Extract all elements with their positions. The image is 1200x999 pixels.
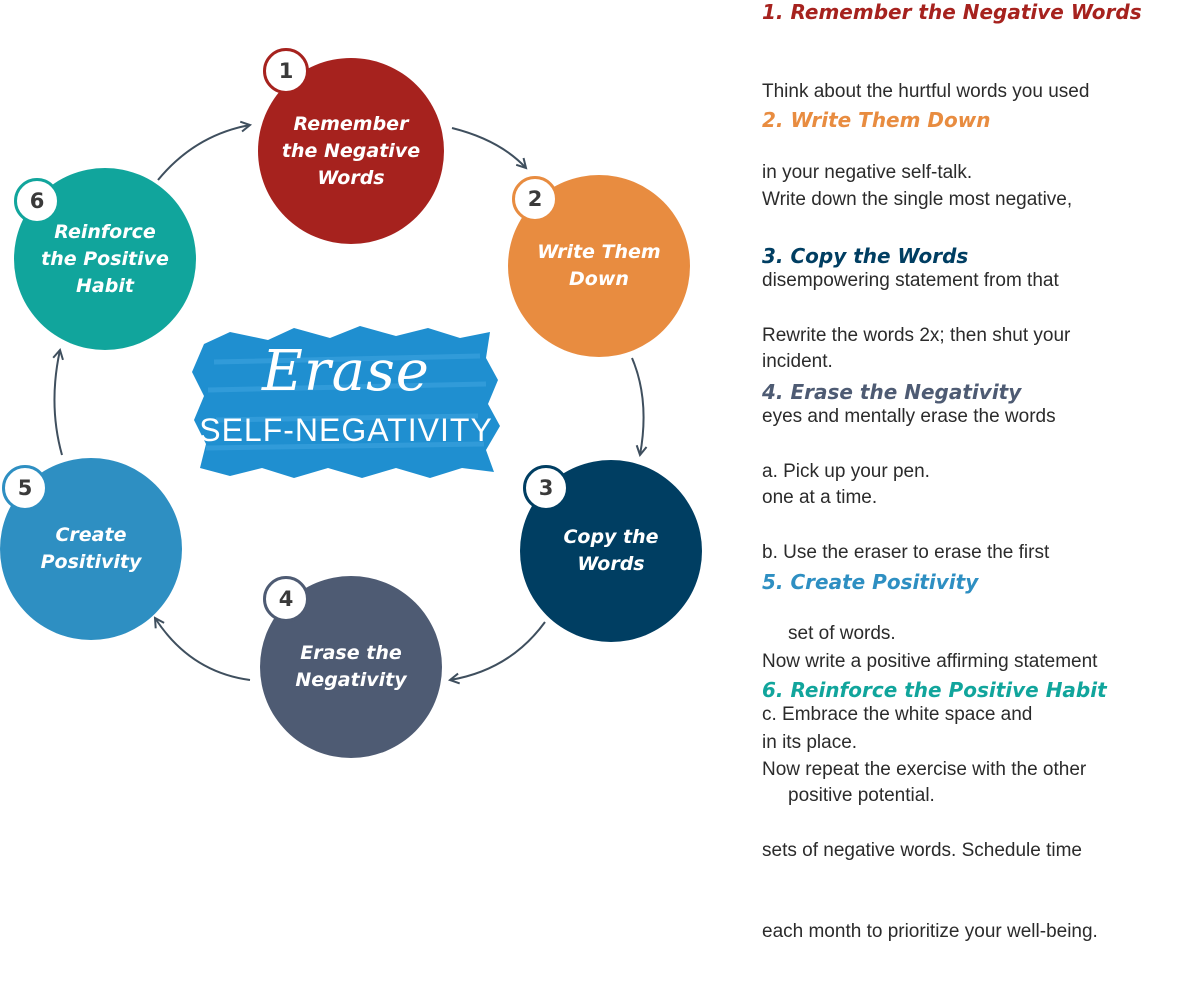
arrow-2-to-3 (631, 357, 644, 455)
center-title-erase: Erase (262, 339, 430, 404)
instruction-step-2: 2. Write Them Down Write down the single… (762, 108, 1200, 429)
arrow-4-to-5 (155, 618, 251, 681)
step-3-label-line: Copy the (563, 526, 659, 548)
instruction-line: disempowering statement from that (762, 270, 1059, 291)
instruction-step-5: 5. Create Positivity Now write a positiv… (762, 570, 1200, 810)
step-number-badge-1: 1 (263, 48, 309, 94)
step-2-label-line: Down (569, 268, 629, 290)
instruction-line: Now write a positive affirming statement (762, 651, 1098, 672)
instruction-line: Think about the hurtful words you used (762, 81, 1090, 102)
instruction-line: c. Embrace the white space and (762, 704, 1033, 725)
step-number-badge-2: 2 (512, 176, 558, 222)
step-number-badge-5: 5 (2, 465, 48, 511)
step-5-label: Create Positivity (41, 522, 142, 576)
instruction-line: b. Use the eraser to erase the first (762, 542, 1050, 563)
instruction-line: in its place. (762, 732, 858, 753)
instruction-title: 5. Create Positivity (762, 570, 979, 594)
instruction-title: 1. Remember the Negative Words (762, 0, 1142, 24)
step-3-label: Copy the Words (563, 524, 658, 578)
step-number-badge-6: 6 (14, 178, 60, 224)
step-3-label-line: Words (577, 553, 645, 575)
step-6-label: Reinforce the Positive Habit (41, 219, 169, 300)
instruction-line: Rewrite the words 2x; then shut your (762, 325, 1071, 346)
instruction-body: Now repeat the exercise with the other s… (762, 702, 1200, 999)
arrow-3-to-4 (450, 621, 546, 680)
instruction-title: 4. Erase the Negativity (762, 380, 1022, 404)
instruction-body: Think about the hurtful words you used i… (762, 24, 1200, 240)
instruction-title: 2. Write Them Down (762, 108, 991, 132)
instruction-line: set of words. (788, 623, 896, 644)
instruction-title: 6. Reinforce the Positive Habit (762, 678, 1107, 702)
step-4-label-line: Erase the (300, 642, 402, 664)
step-1-label-line: Remember (293, 112, 409, 135)
step-6-label-line: Habit (76, 274, 134, 297)
step-5-label-line: Create (55, 524, 127, 546)
step-1-label-line: Words (317, 166, 385, 189)
step-circle-2: Write Them Down (508, 175, 690, 357)
instruction-line: one at a time. (762, 487, 878, 508)
step-4-label-line: Negativity (295, 669, 407, 691)
instruction-step-6: 6. Reinforce the Positive Habit Now repe… (762, 678, 1200, 999)
instruction-line: incident. (762, 351, 833, 372)
instruction-line: in your negative self-talk. (762, 162, 973, 183)
instruction-line: Now repeat the exercise with the other (762, 759, 1087, 780)
instruction-line: Write down the single most negative, (762, 189, 1073, 210)
erase-self-negativity-diagram: Remember the Negative Words Write Them D… (0, 0, 760, 783)
step-1-label-line: the Negative (281, 139, 421, 162)
center-brush-badge (192, 326, 500, 478)
instruction-step-3: 3. Copy the Words Rewrite the words 2x; … (762, 244, 1200, 565)
step-4-label: Erase the Negativity (295, 640, 406, 694)
step-5-label-line: Positivity (40, 551, 142, 573)
center-subtitle: SELF-NEGATIVITY (199, 412, 493, 448)
arrow-6-to-1 (157, 125, 250, 181)
cycle-arrows (0, 0, 760, 783)
instruction-body: Now write a positive affirming statement… (762, 594, 1200, 810)
instruction-line: sets of negative words. Schedule time (762, 840, 1083, 861)
arrow-5-to-6 (54, 350, 62, 456)
step-2-label-line: Write Them (537, 241, 661, 263)
instruction-line: eyes and mentally erase the words (762, 406, 1056, 427)
step-2-label: Write Them Down (537, 239, 660, 293)
step-number-badge-3: 3 (523, 465, 569, 511)
instruction-body: Rewrite the words 2x; then shut your eye… (762, 268, 1200, 565)
instruction-line: each month to prioritize your well-being… (762, 921, 1098, 942)
step-6-label-line: Reinforce (54, 220, 156, 243)
step-number-badge-4: 4 (263, 576, 309, 622)
arrow-1-to-2 (451, 127, 526, 168)
instruction-step-1: 1. Remember the Negative Words Think abo… (762, 0, 1200, 240)
instruction-body: Write down the single most negative, dis… (762, 132, 1200, 429)
step-6-label-line: the Positive (41, 247, 169, 270)
instruction-title: 3. Copy the Words (762, 244, 969, 268)
step-1-label: Remember the Negative Words (282, 111, 420, 192)
instruction-line: a. Pick up your pen. (762, 461, 930, 482)
